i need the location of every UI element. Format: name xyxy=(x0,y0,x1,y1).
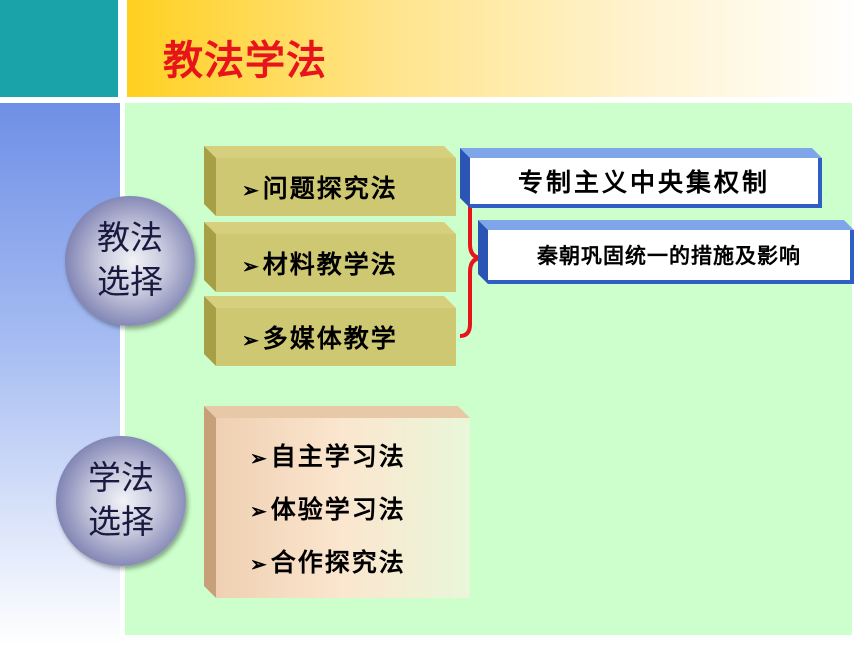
circle-label-line1: 学法 xyxy=(88,458,154,497)
topic-label: 秦朝巩固统一的措施及影响 xyxy=(537,243,801,268)
left-gradient-strip xyxy=(0,103,120,645)
page-title: 教法学法 xyxy=(163,38,327,84)
teaching-method-box: ➢材料教学法 xyxy=(204,222,456,292)
learning-methods-circle: 学法 选择 xyxy=(56,436,186,566)
arrow-bullet-icon: ➢ xyxy=(250,498,269,523)
learning-method-label: ➢自主学习法 xyxy=(250,441,406,471)
arrow-bullet-icon: ➢ xyxy=(242,178,261,202)
teaching-method-box: ➢问题探究法 xyxy=(204,146,456,216)
topic-box: 秦朝巩固统一的措施及影响 xyxy=(478,220,854,284)
circle-label-line2: 选择 xyxy=(97,262,163,301)
arrow-bullet-icon: ➢ xyxy=(242,254,261,278)
teaching-methods-circle: 教法 选择 xyxy=(65,196,195,326)
teaching-method-box: ➢多媒体教学 xyxy=(204,296,456,366)
header-accent-block xyxy=(0,0,118,97)
topic-label: 专制主义中央集权制 xyxy=(517,168,770,197)
circle-label-line2: 选择 xyxy=(88,502,154,541)
topic-box: 专制主义中央集权制 xyxy=(460,148,822,208)
arrow-bullet-icon: ➢ xyxy=(250,552,269,577)
learning-method-label: ➢合作探究法 xyxy=(250,548,406,578)
teaching-method-label: ➢问题探究法 xyxy=(242,174,398,203)
learning-methods-box: ➢自主学习法 ➢体验学习法 ➢合作探究法 xyxy=(204,406,470,598)
circle-label-line1: 教法 xyxy=(97,218,163,257)
learning-method-label: ➢体验学习法 xyxy=(250,494,406,524)
arrow-bullet-icon: ➢ xyxy=(242,328,261,352)
arrow-bullet-icon: ➢ xyxy=(250,445,269,470)
teaching-method-label: ➢材料教学法 xyxy=(242,250,398,279)
header-bar xyxy=(127,0,860,97)
teaching-method-label: ➢多媒体教学 xyxy=(242,324,398,353)
